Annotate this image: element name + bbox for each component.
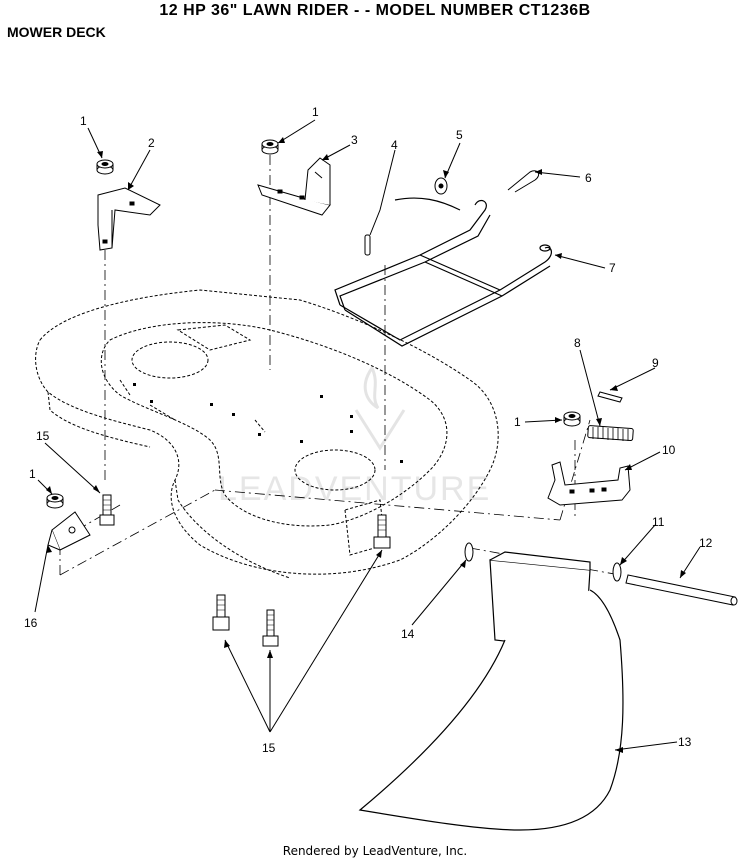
part-1-nut-right [563,411,581,427]
section-subtitle: MOWER DECK [7,24,106,40]
leader-arrowheads [46,137,686,753]
callout-12: 12 [699,536,713,550]
callout-4: 4 [391,138,398,152]
callout-labels: 1 2 1 3 4 5 6 7 8 9 1 10 15 1 16 11 12 1… [24,105,713,755]
callout-7: 7 [609,261,616,275]
footer-credit: Rendered by LeadVenture, Inc. [282,844,468,858]
part-4-pin [364,234,371,256]
callout-9: 9 [652,356,659,370]
part-6-hair-pin-clip [507,170,540,193]
part-11-washer [612,562,622,582]
callout-1-lower-left: 1 [29,467,36,481]
deck-mounting-holes [133,383,403,463]
part-10-bracket [547,461,631,506]
part-15-bolt-right [373,514,391,549]
part-15-bolt-mid [262,609,279,647]
callout-14: 14 [401,627,415,641]
part-3-bracket [257,157,331,216]
callout-15-left: 15 [36,429,50,443]
part-15-bolt-mid-left [212,594,230,631]
part-1-nut-top-middle [261,139,279,155]
leader-lines [34,119,701,751]
part-7-lift-frame [334,197,552,347]
callout-1-top-left: 1 [80,114,87,128]
callout-16: 16 [24,616,38,630]
callout-2: 2 [148,136,155,150]
callout-15-bottom: 15 [262,741,276,755]
alignment-lines [59,155,621,576]
part-1-nut-top-left [96,159,114,175]
part-9-pin [597,391,623,403]
part-1-nut-lower-left [46,493,64,509]
part-2-bracket [97,187,161,251]
part-13-discharge-chute [358,551,624,831]
watermark-logo-icon [354,365,406,451]
page-title: 12 HP 36" LAWN RIDER - - MODEL NUMBER CT… [159,2,591,19]
callout-8: 8 [574,336,581,350]
callout-6: 6 [585,171,592,185]
callout-1-right: 1 [514,415,521,429]
part-16-bracket [47,511,91,551]
part-5-washer [434,177,448,195]
callout-5: 5 [456,128,463,142]
part-14-washer [464,542,474,562]
callout-10: 10 [662,443,676,457]
part-15-bolt-left [99,494,115,526]
callout-1-top-middle: 1 [312,105,319,119]
part-8-spring [587,425,634,441]
callout-11: 11 [652,515,665,529]
part-12-rod [625,574,738,606]
callout-13: 13 [678,735,692,749]
callout-3: 3 [351,133,358,147]
watermark-text: LEADVENTURE [218,470,491,508]
